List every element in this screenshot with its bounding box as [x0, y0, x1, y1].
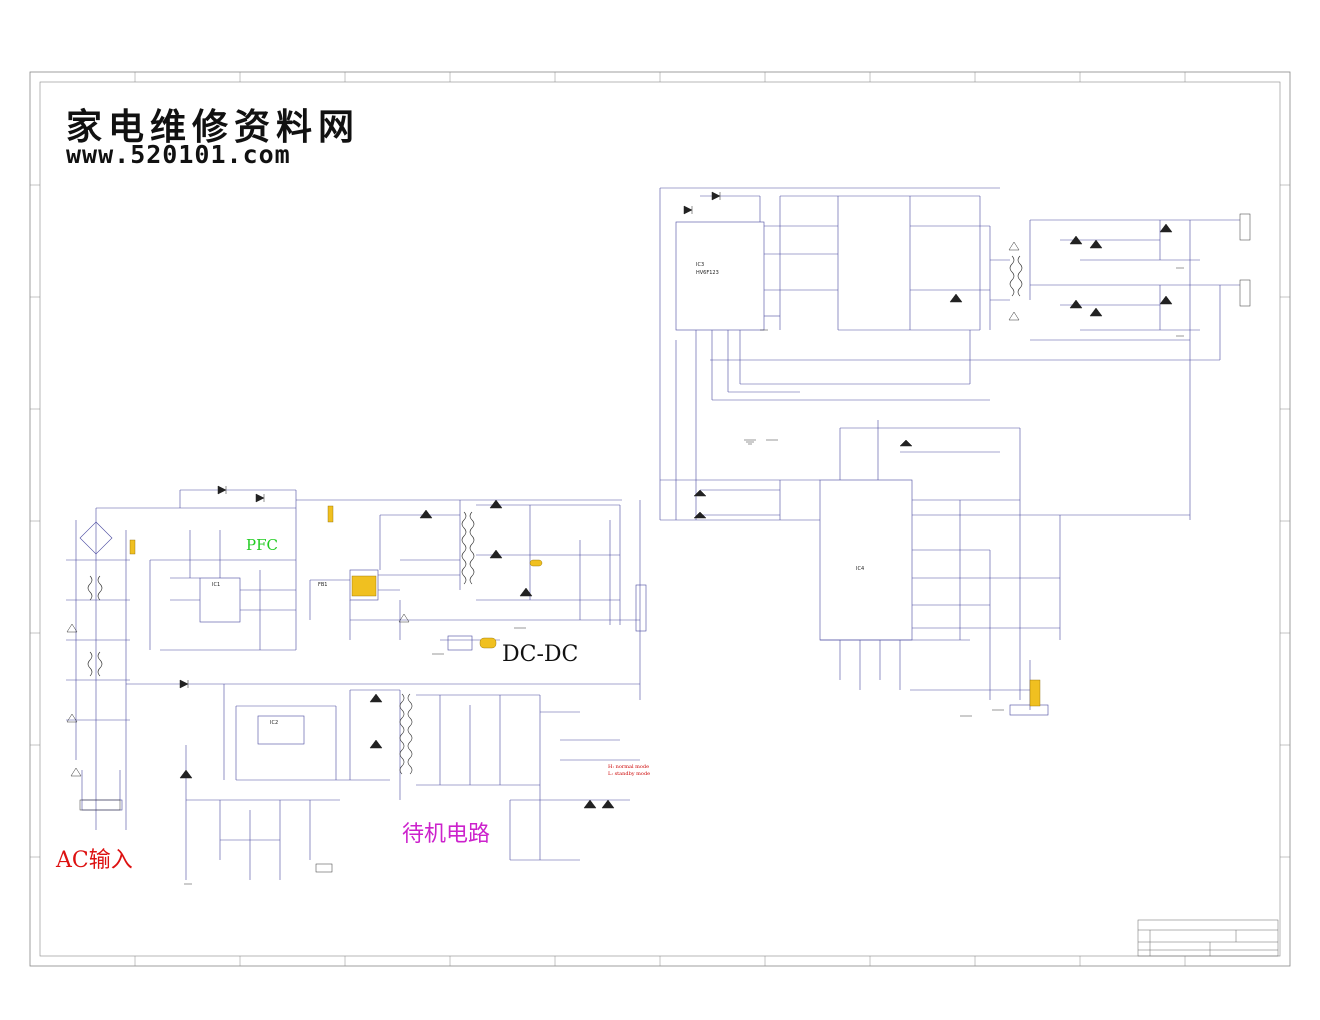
zone-ticks [30, 72, 1290, 966]
connectors [79, 213, 1251, 873]
ic3-label: IC3 [696, 262, 705, 268]
fb1-label: FB1 [318, 582, 328, 588]
logo-url: www.520101.com [66, 140, 291, 169]
ic4-label: IC4 [856, 566, 865, 572]
logo-title: 家电维修资料网 [66, 106, 361, 148]
bridge-rectifier [79, 521, 113, 555]
note-standby-mode: L: standby mode [608, 771, 651, 777]
section-label-dcdc: DC-DC [502, 642, 579, 667]
warning-triangles [66, 241, 1020, 777]
title-block [1137, 919, 1279, 957]
transformers [87, 255, 1023, 775]
ic1-label: IC1 [212, 582, 221, 588]
wires [66, 187, 1240, 880]
ground-symbols [184, 267, 1184, 885]
section-label-ac-input: AC输入 [56, 848, 133, 873]
section-label-standby: 待机电路 [402, 822, 491, 847]
note-normal-mode: H: normal mode [608, 764, 650, 770]
ic3-part: HV6F123 [696, 270, 719, 276]
section-label-pfc: PFC [246, 536, 278, 554]
ic2-label: IC2 [270, 720, 279, 726]
diodes [179, 191, 1173, 809]
highlight-tags [129, 505, 1041, 707]
